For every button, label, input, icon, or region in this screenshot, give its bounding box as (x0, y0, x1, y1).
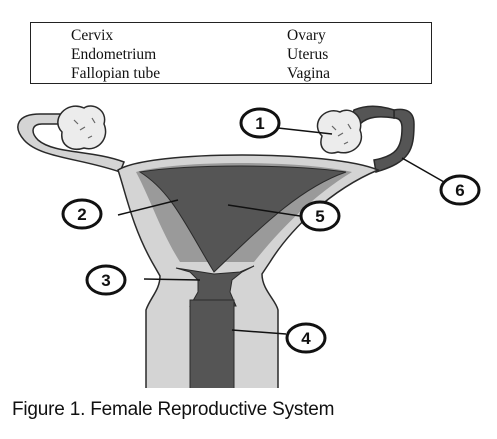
term-uterus: Uterus (287, 46, 329, 63)
leader-line-5 (227, 204, 301, 217)
callout-1: 1 (239, 107, 281, 139)
callout-5: 5 (299, 200, 341, 232)
left-ovary (57, 105, 107, 150)
callout-4: 4 (285, 322, 327, 354)
figure-caption: Figure 1. Female Reproductive System (12, 399, 335, 420)
callout-number-2: 2 (77, 205, 86, 224)
term-vagina: Vagina (287, 65, 331, 82)
vaginal-canal (189, 299, 235, 388)
leader-line-6 (401, 157, 445, 183)
leader-line-2 (117, 199, 179, 216)
callout-number-3: 3 (101, 271, 110, 290)
term-bank-box: Cervix Endometrium Fallopian tube Ovary … (30, 22, 432, 84)
leader-line-3 (143, 278, 201, 281)
callout-number-5: 5 (315, 207, 324, 226)
term-column-right: Ovary Uterus Vagina (287, 26, 330, 83)
callout-3: 3 (85, 264, 127, 296)
term-column-left: Cervix Endometrium Fallopian tube (71, 26, 160, 83)
reproductive-system-diagram: 1 2 3 4 5 6 (17, 105, 481, 388)
term-ovary: Ovary (287, 27, 326, 44)
callout-6: 6 (439, 174, 481, 206)
term-cervix: Cervix (71, 27, 114, 44)
term-fallopian-tube: Fallopian tube (71, 65, 161, 82)
right-ovary (316, 109, 363, 154)
callout-number-6: 6 (455, 181, 464, 200)
callout-number-4: 4 (301, 329, 311, 348)
leader-line-4 (231, 329, 287, 335)
leader-line-1 (277, 127, 333, 135)
term-endometrium: Endometrium (71, 46, 157, 63)
callout-2: 2 (61, 198, 103, 230)
uterine-cavity (138, 165, 347, 273)
callout-number-1: 1 (255, 114, 264, 133)
